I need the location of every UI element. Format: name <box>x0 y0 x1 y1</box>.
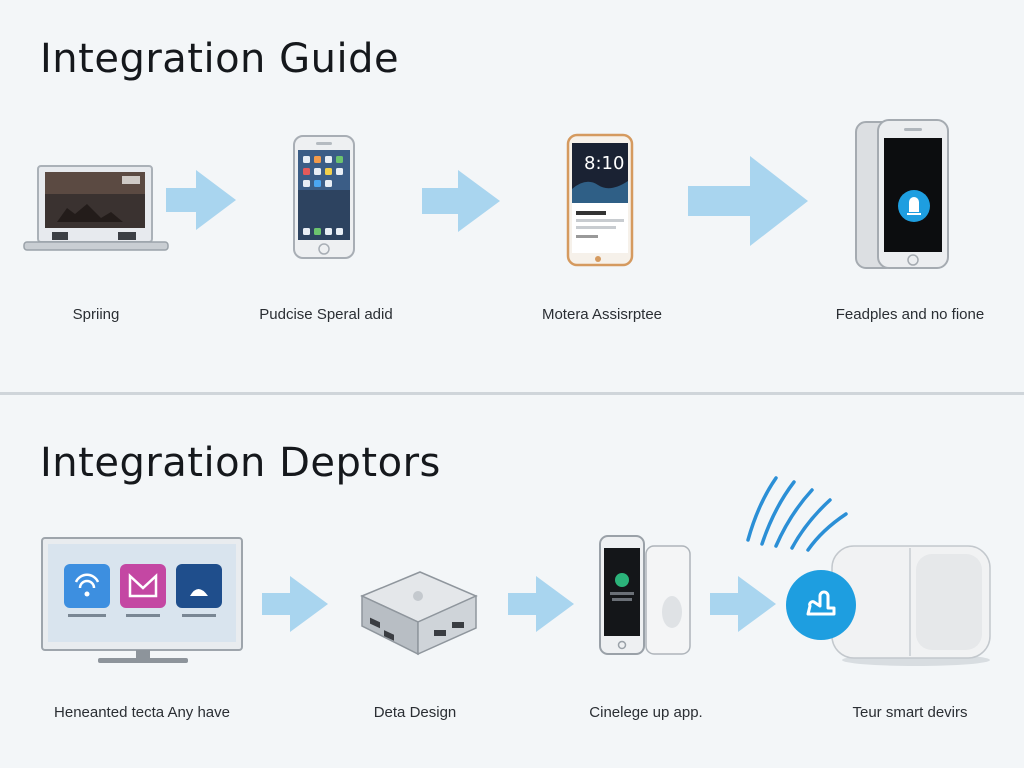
integration-guide-section: Integration Guide <box>23 36 985 323</box>
guide-step-label: Pudcise Speral adid <box>259 306 393 323</box>
phone-clock: 8:10 <box>584 153 625 174</box>
guide-step-label: Motera Assisrptee <box>541 306 663 323</box>
wireless-signal-icon <box>746 476 848 552</box>
guide-step-label: Feadples and no fione <box>835 306 985 323</box>
guide-step-label: Spriing <box>72 306 120 323</box>
arrow-right-icon <box>422 170 500 232</box>
hub-box-icon <box>360 571 478 656</box>
smartphone-icon <box>293 135 355 259</box>
arrow-right-icon <box>508 576 574 632</box>
gesture-hand-icon <box>786 570 856 640</box>
integration-deptors-section: Integration Deptors <box>0 396 1024 768</box>
guide-title: Integration Guide <box>40 36 400 82</box>
arrow-right-icon <box>710 576 776 632</box>
deptors-step-label: Heneanted tecta Any have <box>54 704 230 721</box>
arrow-right-icon <box>262 576 328 632</box>
smart-device-icon <box>831 545 991 666</box>
deptors-step-label: Teur smart devirs <box>852 704 968 721</box>
phone-assistant-icon <box>855 119 949 269</box>
phone-and-speaker-icon <box>599 535 691 655</box>
smart-tv-icon <box>41 537 243 663</box>
phone-app-icon <box>566 133 634 267</box>
arrow-right-icon <box>166 170 236 230</box>
deptors-step-label: Cinelege up app. <box>589 704 703 721</box>
laptop-icon <box>23 165 169 251</box>
deptors-title: Integration Deptors <box>40 440 441 486</box>
deptors-step-label: Deta Design <box>373 704 457 721</box>
section-divider <box>0 392 1024 395</box>
arrow-right-icon <box>688 156 808 246</box>
